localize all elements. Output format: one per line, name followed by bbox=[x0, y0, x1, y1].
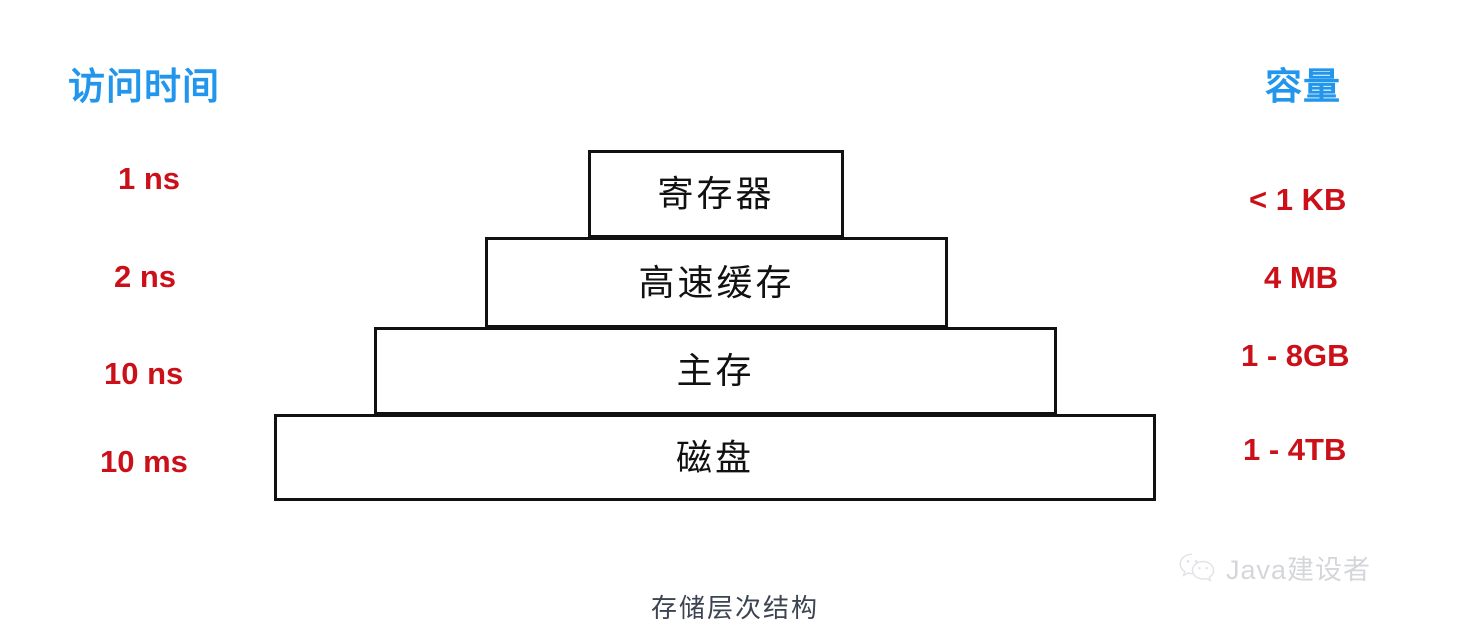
capacity-value-register: < 1 KB bbox=[1249, 182, 1347, 217]
access-time-value-cache: 2 ns bbox=[114, 259, 177, 294]
pyramid: 寄存器 高速缓存 主存 磁盘 bbox=[274, 150, 1156, 501]
diagram-caption: 存储层次结构 bbox=[650, 593, 819, 623]
tier-main-memory: 主存 bbox=[374, 327, 1057, 415]
capacity-heading: 容量 bbox=[1265, 66, 1341, 107]
access-time-value-main-memory: 10 ns bbox=[104, 356, 184, 391]
access-time-value-register: 1 ns bbox=[118, 161, 181, 196]
wechat-icon bbox=[1178, 552, 1216, 584]
watermark: Java建设者 bbox=[1178, 548, 1371, 587]
tier-label: 磁盘 bbox=[675, 436, 754, 478]
access-time-heading: 访问时间 bbox=[68, 66, 220, 107]
tier-label: 寄存器 bbox=[657, 173, 775, 214]
watermark-text: Java建设者 bbox=[1226, 555, 1372, 585]
capacity-value-disk: 1 - 4TB bbox=[1243, 432, 1347, 467]
tier-cache: 高速缓存 bbox=[485, 237, 948, 328]
capacity-value-main-memory: 1 - 8GB bbox=[1241, 338, 1350, 373]
tier-register: 寄存器 bbox=[588, 150, 844, 238]
capacity-value-cache: 4 MB bbox=[1264, 260, 1339, 295]
tier-label: 高速缓存 bbox=[638, 261, 795, 303]
tier-disk: 磁盘 bbox=[274, 414, 1156, 501]
access-time-value-disk: 10 ms bbox=[100, 444, 188, 479]
tier-label: 主存 bbox=[676, 350, 755, 391]
